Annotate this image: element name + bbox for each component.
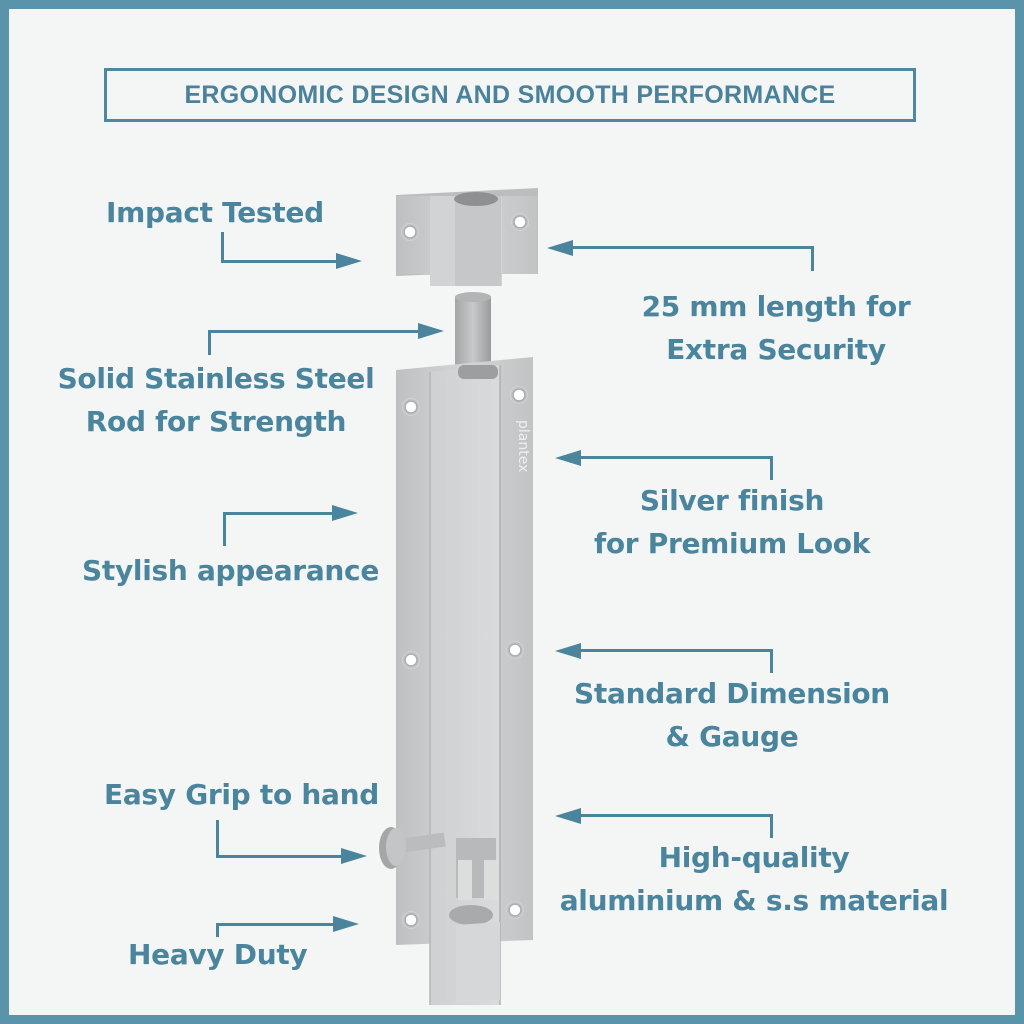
connector-line <box>216 923 219 937</box>
connector-line <box>216 820 219 858</box>
connector-line <box>221 260 337 263</box>
arrow-left-icon <box>555 808 581 824</box>
callout-line-2: for Premium Look <box>593 527 871 560</box>
callout-standard-dimension: Standard Dimension & Gauge <box>560 672 904 758</box>
connector-line <box>580 649 773 652</box>
callout-line-1: Standard Dimension <box>574 677 890 710</box>
connector-line <box>770 649 773 673</box>
callout-line-1: Silver finish <box>639 484 825 517</box>
callout-impact-tested: Impact Tested <box>106 196 324 229</box>
callout-heavy-duty: Heavy Duty <box>128 938 308 971</box>
connector-line <box>216 923 334 926</box>
arrow-left-icon <box>555 643 581 659</box>
arrow-right-icon <box>332 505 358 521</box>
connector-line <box>580 456 773 459</box>
arrow-right-icon <box>333 916 359 932</box>
callout-easy-grip: Easy Grip to hand <box>104 778 379 811</box>
callout-silver-finish: Silver finish for Premium Look <box>572 479 892 565</box>
callout-line-2: Extra Security <box>666 333 886 366</box>
connector-line <box>572 246 814 249</box>
callout-line-1: 25 mm length for <box>641 290 911 323</box>
arrow-left-icon <box>547 240 573 256</box>
callout-line-2: aluminium & s.s material <box>559 884 949 917</box>
callout-solid-steel-rod: Solid Stainless Steel Rod for Strength <box>46 357 386 443</box>
connector-line <box>216 855 342 858</box>
connector-line <box>770 456 773 480</box>
connector-line <box>223 512 226 546</box>
arrow-right-icon <box>418 323 444 339</box>
connector-line <box>223 512 333 515</box>
callout-line-2: Rod for Strength <box>85 405 347 438</box>
connector-line <box>221 232 224 263</box>
arrow-right-icon <box>341 848 367 864</box>
callout-25mm-length: 25 mm length for Extra Security <box>620 285 932 371</box>
callout-line-2: & Gauge <box>665 720 799 753</box>
callout-line-1: High-quality <box>658 841 850 874</box>
connector-line <box>811 246 814 271</box>
connector-line <box>208 330 211 355</box>
title-banner: ERGONOMIC DESIGN AND SMOOTH PERFORMANCE <box>104 68 916 122</box>
connector-line <box>208 330 418 333</box>
connector-line <box>580 814 773 817</box>
arrow-right-icon <box>336 253 362 269</box>
callout-stylish-appearance: Stylish appearance <box>82 554 380 587</box>
callout-high-quality-material: High-quality aluminium & s.s material <box>548 836 960 922</box>
arrow-left-icon <box>555 450 581 466</box>
keeper-part <box>396 188 538 286</box>
callout-line-1: Solid Stainless Steel <box>57 362 375 395</box>
connector-line <box>770 814 773 838</box>
brand-text: plantex <box>515 420 531 472</box>
page-title: ERGONOMIC DESIGN AND SMOOTH PERFORMANCE <box>184 80 836 109</box>
